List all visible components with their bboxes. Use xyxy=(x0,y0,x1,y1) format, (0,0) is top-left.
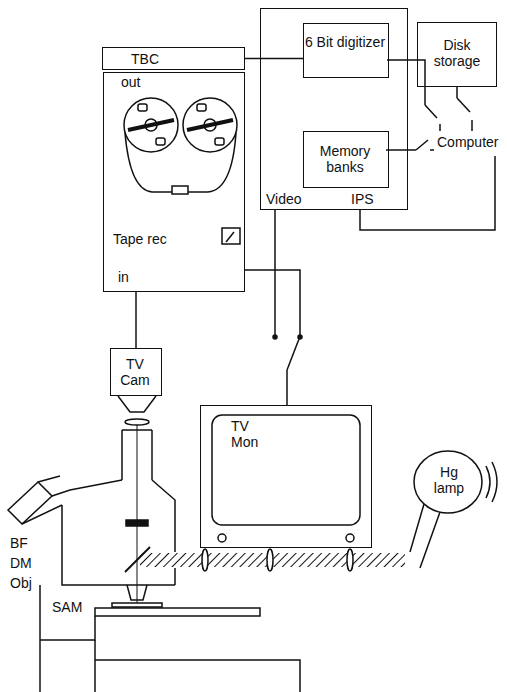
node-text: 6 Bit digitizer xyxy=(304,34,386,50)
node-text: TV Cam xyxy=(112,356,158,388)
mercury-lamp xyxy=(410,451,497,568)
tbc-box: TBC xyxy=(102,47,245,70)
tape-recorder: outTape rec in xyxy=(103,72,245,292)
node-text: TV Mon xyxy=(231,418,271,450)
camera-box: TV Cam xyxy=(110,348,162,396)
part-label: BF xyxy=(10,535,28,551)
processor-unit: Video IPS 6 Bit digitizerMemory banks xyxy=(260,8,408,210)
level-meter xyxy=(222,228,240,244)
part-label: SAM xyxy=(52,599,82,615)
monitor-screen xyxy=(212,415,360,542)
signal-line xyxy=(135,292,137,348)
part-label: Obj xyxy=(10,575,32,591)
lamp-label: Hg lamp xyxy=(430,464,468,496)
computer-label: Computer xyxy=(437,134,498,150)
node-text: IPS xyxy=(351,191,374,207)
monitor-box: TV Mon xyxy=(200,405,372,548)
signal-line xyxy=(245,58,303,60)
node-text: out xyxy=(121,74,140,90)
part-label: DM xyxy=(10,555,32,571)
node-text: in xyxy=(118,269,129,285)
signal-wires xyxy=(245,60,495,405)
node-text: Tape rec xyxy=(113,231,167,247)
node-text: Memory banks xyxy=(304,143,386,175)
memory-box: Memory banks xyxy=(303,131,389,188)
microscope-drawing xyxy=(8,396,405,692)
node-text: Video xyxy=(266,191,302,207)
node-text: Disk storage xyxy=(422,37,492,69)
tape-reels xyxy=(124,98,237,194)
digitizer-box: 6 Bit digitizer xyxy=(303,23,389,78)
storage-box: Disk storage xyxy=(417,22,497,87)
node-text: TBC xyxy=(131,51,159,67)
